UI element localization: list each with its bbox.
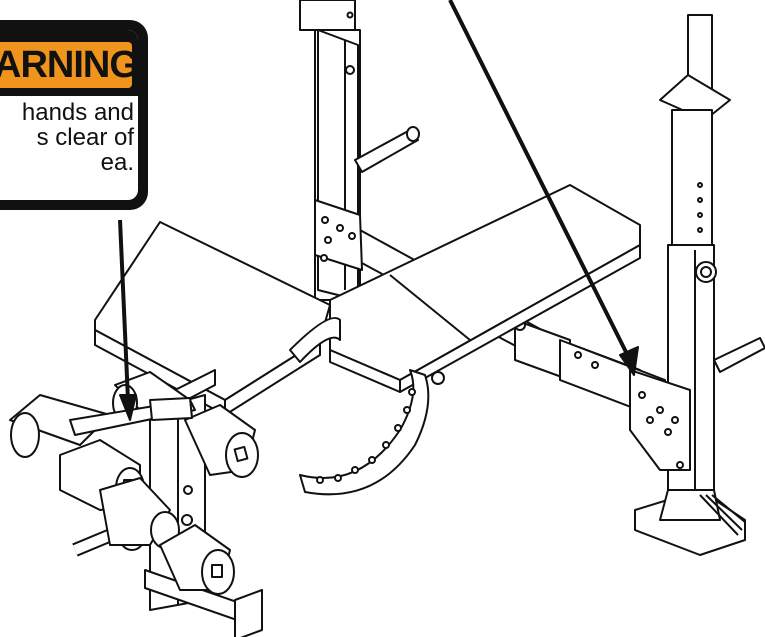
bottom-leg-rollers	[72, 477, 235, 595]
warning-line-3: ea.	[100, 149, 134, 176]
warning-line-1: hands and	[21, 99, 134, 126]
right-upright	[659, 14, 731, 491]
left-bracket	[314, 199, 363, 271]
warning-line-2: s clear of	[36, 124, 134, 151]
warning-header: ARNING	[0, 30, 138, 96]
warning-text: hands and s clear of ea.	[0, 100, 138, 175]
top-leg-rollers	[9, 371, 259, 511]
right-foot	[634, 489, 746, 556]
warning-arrow	[118, 219, 137, 421]
callout-arrow	[448, 0, 639, 376]
right-plate-peg	[713, 337, 765, 373]
incline-adjuster	[299, 369, 445, 496]
warning-heading: ARNING	[0, 42, 132, 88]
warning-label: ARNING hands and s clear of ea.	[0, 20, 148, 210]
warning-label-inner: ARNING hands and s clear of ea.	[0, 30, 138, 200]
back-rest	[329, 184, 641, 393]
left-plate-peg	[354, 126, 420, 173]
